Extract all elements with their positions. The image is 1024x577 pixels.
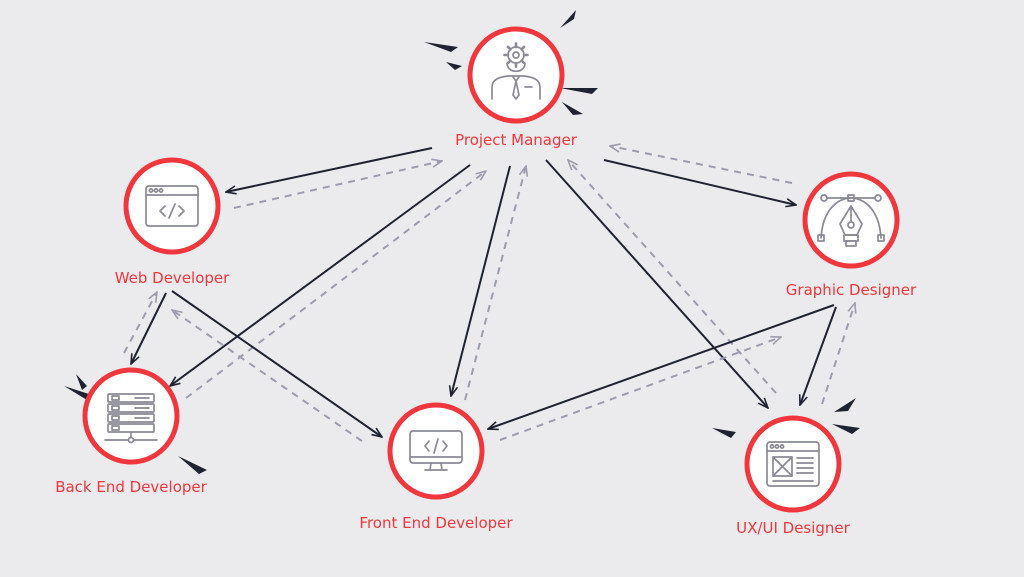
project-manager-label: Project Manager xyxy=(455,131,577,149)
arrow-web-developer-to-back-end-developer xyxy=(131,292,167,364)
server-icon xyxy=(104,393,158,444)
monitor-code-icon xyxy=(409,430,463,471)
ux-ui-designer-node xyxy=(744,415,842,513)
nodes-layer xyxy=(82,26,900,513)
arrow-project-manager-to-web-developer xyxy=(226,147,433,192)
accent-spark xyxy=(560,88,598,94)
arrow-graphic-designer-to-ux-ui-designer xyxy=(800,306,837,405)
accent-spark xyxy=(834,398,856,412)
arrow-project-manager-to-front-end-developer xyxy=(451,165,511,396)
graphic-designer-node xyxy=(802,171,900,269)
web-developer-node xyxy=(123,157,221,255)
pen-tool-icon xyxy=(817,194,885,247)
arrow-front-end-developer-to-graphic-designer xyxy=(499,337,781,441)
wireframe-icon xyxy=(766,441,820,487)
accent-spark xyxy=(562,102,583,115)
accent-spark xyxy=(424,42,458,52)
accent-spark xyxy=(76,374,87,390)
arrow-ux-ui-designer-to-graphic-designer xyxy=(821,303,855,405)
front-end-developer-label: Front End Developer xyxy=(359,514,513,532)
browser-code-icon xyxy=(145,185,199,227)
accent-spark xyxy=(560,10,576,28)
back-end-developer-label: Back End Developer xyxy=(55,478,207,496)
project-manager-ring xyxy=(467,26,565,124)
back-end-developer-ring xyxy=(82,367,180,465)
accent-spark xyxy=(178,456,207,474)
arrow-front-end-developer-to-web-developer xyxy=(172,310,363,442)
accent-spark xyxy=(64,386,92,400)
back-end-developer-node xyxy=(82,367,180,465)
arrow-back-end-developer-to-web-developer xyxy=(123,292,157,354)
arrow-front-end-developer-to-project-manager xyxy=(464,166,526,401)
accent-spark xyxy=(712,428,736,438)
web-developer-ring xyxy=(123,157,221,255)
connections-layer xyxy=(123,146,855,442)
ux-ui-designer-label: UX/UI Designer xyxy=(736,519,850,537)
project-manager-node xyxy=(467,26,565,124)
arrow-project-manager-to-ux-ui-designer xyxy=(545,159,768,408)
arrow-back-end-developer-to-project-manager xyxy=(185,171,486,399)
manager-gear-icon xyxy=(491,42,541,100)
arrow-graphic-designer-to-front-end-developer xyxy=(488,304,835,429)
accent-sparks xyxy=(64,10,860,474)
arrow-web-developer-to-front-end-developer xyxy=(171,290,382,437)
arrow-graphic-designer-to-project-manager xyxy=(610,146,793,184)
arrow-project-manager-to-graphic-designer xyxy=(603,159,796,205)
web-developer-label: Web Developer xyxy=(114,269,230,287)
front-end-developer-ring xyxy=(387,402,485,500)
accent-spark xyxy=(832,424,860,434)
graphic-designer-label: Graphic Designer xyxy=(785,281,917,299)
accent-spark xyxy=(446,62,462,70)
front-end-developer-node xyxy=(387,402,485,500)
ux-ui-designer-ring xyxy=(744,415,842,513)
arrow-ux-ui-designer-to-project-manager xyxy=(568,160,777,394)
arrow-project-manager-to-back-end-developer xyxy=(170,164,471,386)
arrow-web-developer-to-project-manager xyxy=(233,161,442,209)
